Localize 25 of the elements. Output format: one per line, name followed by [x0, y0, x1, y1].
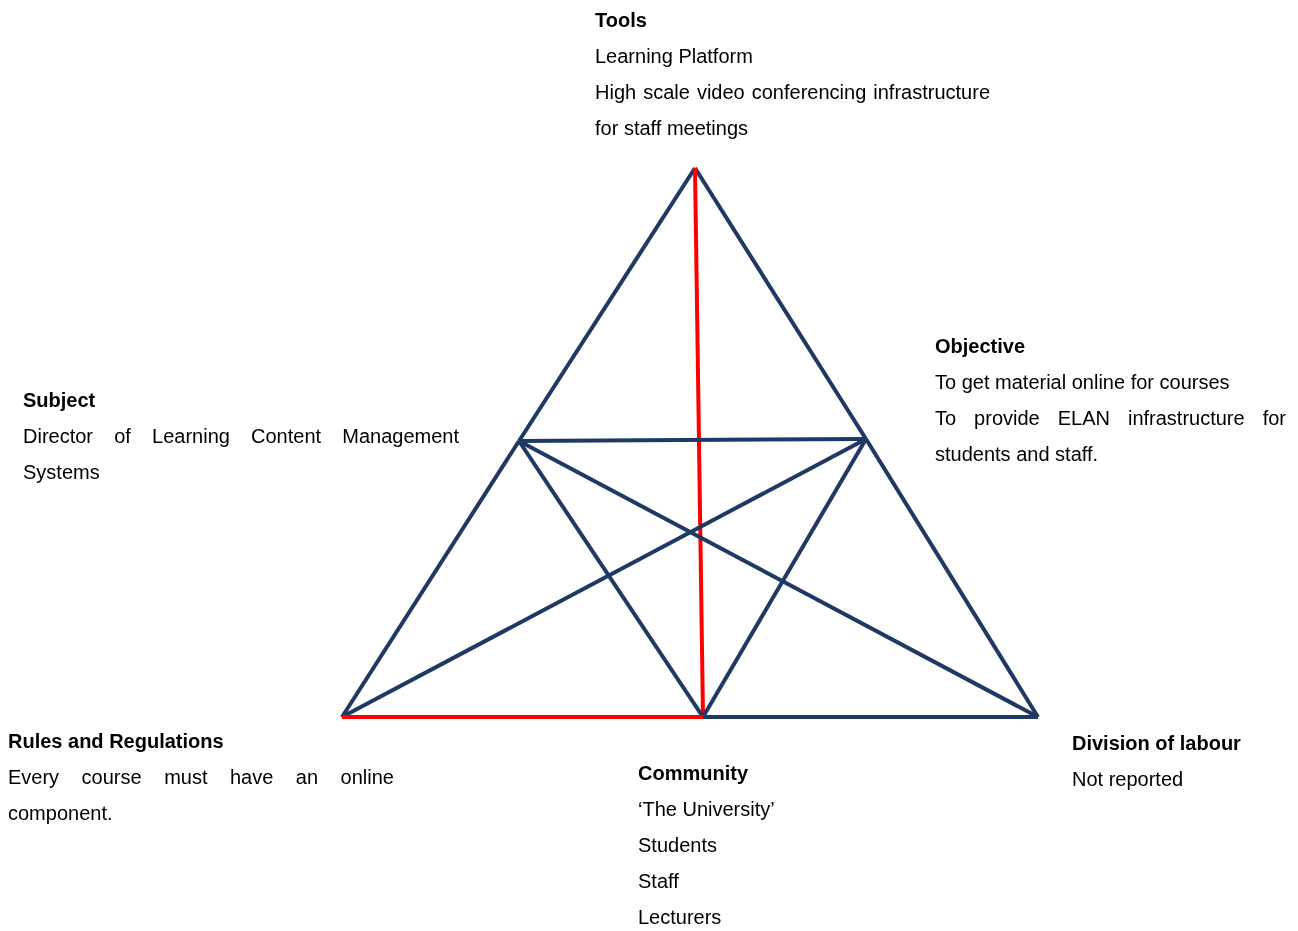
connector-line [340, 439, 521, 719]
node-text: Staff [638, 869, 680, 894]
node-heading: Tools [595, 8, 648, 33]
node-text: Not reported [1072, 767, 1185, 792]
connector-line [517, 166, 697, 443]
node-heading: Subject [23, 388, 97, 413]
connector-line [693, 166, 868, 441]
node-heading: Community [638, 761, 749, 786]
node-text: To provide ELAN infrastructure for students and staff. [935, 406, 1286, 467]
connector-line [864, 437, 1040, 719]
node-heading: Rules and Regulations [8, 729, 225, 754]
node-text: To get material online for courses [935, 370, 1231, 395]
connector-line [703, 715, 1038, 719]
connector-line [701, 438, 868, 718]
node-text: Every course must have an online component. [8, 765, 394, 826]
node-text: Director of Learning Content Management Systems [23, 424, 459, 485]
node-text: Learning Platform [595, 44, 754, 69]
node-text: High scale video conferencing infrastructure for staff meetings [595, 80, 990, 141]
node-text: ‘The University’ [638, 797, 776, 822]
connector-line [342, 715, 703, 719]
node-text: Lecturers [638, 905, 723, 930]
node-heading: Division of labour [1072, 731, 1242, 756]
node-text: Students [638, 833, 718, 858]
node-heading: Objective [935, 334, 1027, 359]
connector-line [519, 437, 866, 443]
